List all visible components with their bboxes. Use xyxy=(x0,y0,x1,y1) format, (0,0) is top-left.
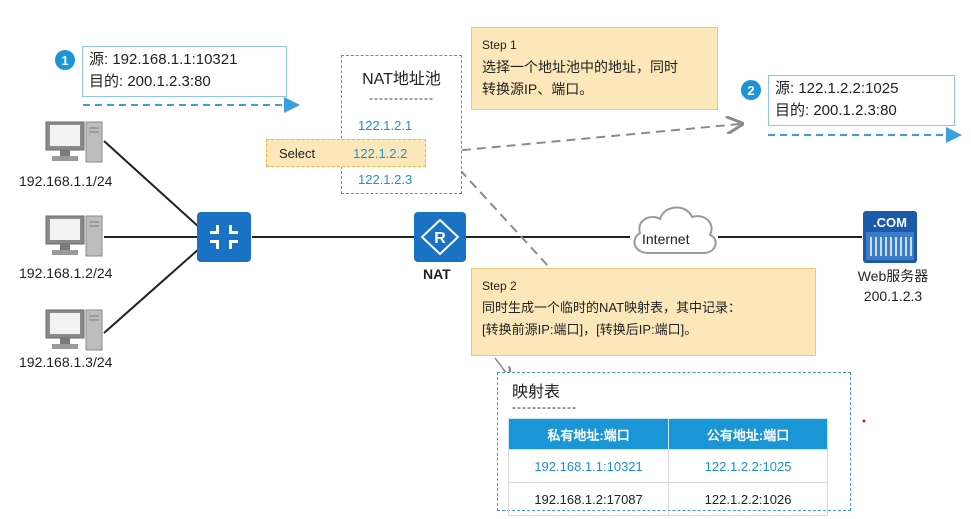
host-1-ip: 192.168.1.1/24 xyxy=(19,173,113,189)
pool-address-3: 122.1.2.3 xyxy=(358,172,413,187)
step1-heading: Step 1 xyxy=(482,38,517,52)
step2-line1: 同时生成一个临时的NAT映射表，其中记录： xyxy=(482,300,742,315)
table-header-row: 私有地址:端口 公有地址:端口 xyxy=(507,418,828,450)
step-badge-2: 2 xyxy=(741,80,761,100)
packet1-src: 192.168.1.1:10321 xyxy=(112,51,238,68)
host-3-ip: 192.168.1.3/24 xyxy=(19,354,113,370)
mapping-table-title: 映射表 xyxy=(512,384,561,401)
packet2-src-label: 源: xyxy=(775,80,795,97)
mapping-table: 私有地址:端口 公有地址:端口 192.168.1.1:10321 122.1.… xyxy=(507,418,828,516)
nat-router-icon: R xyxy=(414,212,466,262)
row2-private: 192.168.1.2:17087 xyxy=(507,482,670,516)
packet2-dst: 200.1.2.3:80 xyxy=(813,102,897,119)
step2-note: Step 2 同时生成一个临时的NAT映射表，其中记录： [转换前源IP:端口]… xyxy=(471,268,816,356)
internet-cloud-icon xyxy=(633,206,717,254)
packet2-src: 122.1.2.2:1025 xyxy=(798,80,899,97)
pool-divider: ------------- xyxy=(369,91,434,105)
host-3-computer-icon xyxy=(45,309,103,351)
table-row: 192.168.1.2:17087 122.1.2.2:1026 xyxy=(507,482,828,516)
mapping-table-divider: ------------- xyxy=(512,400,577,414)
row2-public: 122.1.2.2:1026 xyxy=(668,482,828,516)
link-host3-switch xyxy=(103,247,201,334)
server-ip: 200.1.2.3 xyxy=(863,288,923,304)
packet1-dst: 200.1.2.3:80 xyxy=(127,73,211,90)
table-row: 192.168.1.1:10321 122.1.2.2:1025 xyxy=(507,449,828,483)
step2-connector xyxy=(459,169,551,269)
pool-address-1: 122.1.2.1 xyxy=(358,118,413,133)
step2-heading: Step 2 xyxy=(482,279,517,293)
red-dot xyxy=(862,419,866,423)
step-badge-1: 1 xyxy=(55,50,75,70)
packet2-dst-label: 目的: xyxy=(775,102,810,119)
server-com-badge: .COM xyxy=(873,215,907,230)
host-1-computer-icon xyxy=(45,121,103,163)
select-highlight: Select 122.1.2.2 xyxy=(266,139,426,167)
step1-arrow xyxy=(431,124,740,154)
step2-line2: [转换前源IP:端口]，[转换后IP:端口]。 xyxy=(482,322,698,337)
pool-title: NAT地址池 xyxy=(362,71,441,88)
svg-text:R: R xyxy=(434,230,446,247)
header-private: 私有地址:端口 xyxy=(507,418,670,450)
packet2-box: 源: 122.1.2.2:1025 目的: 200.1.2.3:80 xyxy=(768,75,955,126)
row1-private: 192.168.1.1:10321 xyxy=(507,449,670,483)
header-public: 公有地址:端口 xyxy=(668,418,828,450)
nat-address-pool: NAT地址池 ------------- 122.1.2.1 122.1.2.2… xyxy=(341,55,462,194)
mapping-table-box: 映射表 ------------- 私有地址:端口 公有地址:端口 192.16… xyxy=(497,372,851,516)
select-label: Select xyxy=(279,145,316,161)
switch-icon xyxy=(197,212,251,262)
web-server-icon: .COM xyxy=(863,211,917,263)
step1-line2: 转换源IP、端口。 xyxy=(482,81,594,97)
row1-public: 122.1.2.2:1025 xyxy=(668,449,828,483)
server-name: Web服务器 xyxy=(857,268,929,284)
packet1-src-label: 源: xyxy=(89,51,109,68)
host-2-computer-icon xyxy=(45,215,103,257)
host-2-ip: 192.168.1.2/24 xyxy=(19,265,113,281)
packet1-dst-label: 目的: xyxy=(89,73,124,90)
step1-line1: 选择一个地址池中的地址，同时 xyxy=(482,59,678,75)
nat-label: NAT xyxy=(423,266,451,282)
server-label: Web服务器 200.1.2.3 xyxy=(845,266,941,306)
step1-note: Step 1 选择一个地址池中的地址，同时 转换源IP、端口。 xyxy=(471,27,718,110)
packet1-box: 源: 192.168.1.1:10321 目的: 200.1.2.3:80 xyxy=(82,46,287,97)
selected-address: 122.1.2.2 xyxy=(353,145,408,161)
internet-label: Internet xyxy=(642,231,690,247)
link-host1-switch xyxy=(103,140,201,229)
